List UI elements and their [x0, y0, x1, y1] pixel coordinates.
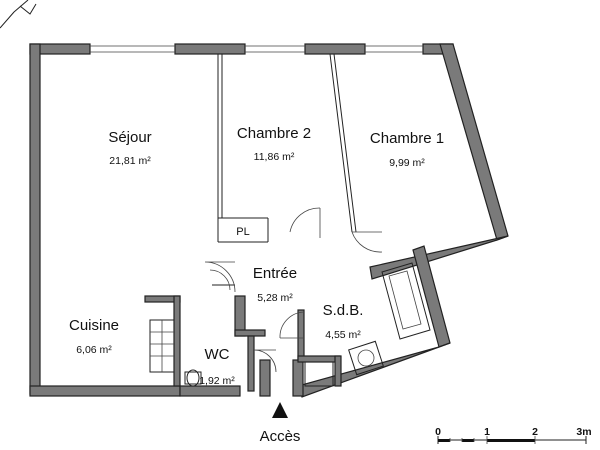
kitchen-fixtures	[149, 319, 175, 373]
room-name-sdb: S.d.B.	[323, 302, 364, 319]
north-arrow-icon	[0, 0, 37, 29]
room-area-sdb: 4,55 m²	[325, 329, 361, 341]
room-area-chambre-2: 11,86 m²	[254, 151, 295, 163]
scale-tick-2: 2	[532, 426, 538, 438]
bathtub-icon	[381, 262, 431, 340]
closet-label: PL	[236, 226, 249, 238]
room-name-cuisine: Cuisine	[69, 317, 119, 334]
scale-bar	[437, 436, 587, 444]
room-area-cuisine: 6,06 m²	[76, 344, 112, 356]
room-name-chambre-1: Chambre 1	[370, 130, 444, 147]
scale-tick-3: 3m	[576, 426, 591, 438]
room-area-sejour: 21,81 m²	[109, 155, 151, 167]
scale-tick-1: 1	[484, 426, 490, 438]
room-area-entree: 5,28 m²	[257, 292, 293, 304]
room-area-wc: 1,92 m²	[199, 375, 235, 387]
outer-walls	[29, 43, 509, 398]
room-area-chambre-1: 9,99 m²	[389, 157, 425, 169]
arrow-up-icon	[272, 402, 288, 418]
room-name-sejour: Séjour	[108, 129, 151, 146]
sink-icon	[348, 340, 384, 376]
room-name-wc: WC	[205, 346, 230, 363]
access-label: Accès	[260, 428, 301, 445]
scale-tick-0: 0	[435, 426, 441, 438]
interior-walls	[144, 53, 357, 392]
room-name-entree: Entrée	[253, 265, 297, 282]
wc-toilet-icon	[184, 369, 202, 387]
door-swings	[204, 207, 383, 373]
shower-area	[304, 361, 334, 387]
room-name-chambre-2: Chambre 2	[237, 125, 311, 142]
